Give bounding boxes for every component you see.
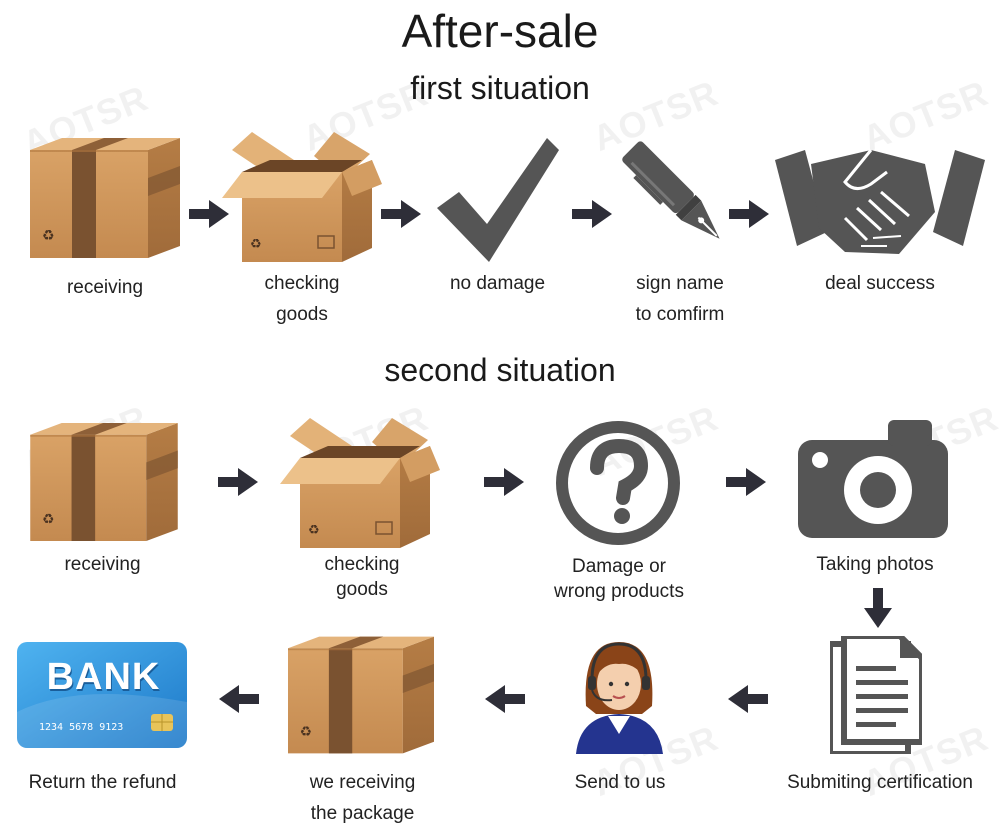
pen-icon [622, 141, 720, 239]
document-icon [830, 636, 922, 754]
second-situation-heading: second situation [384, 352, 616, 388]
bank-card-brand: BANK [46, 656, 161, 698]
step-label: sign name to comfirm [635, 273, 725, 325]
open-box-icon [222, 132, 382, 262]
step-label: Taking photos [816, 554, 934, 575]
arrow-left-icon [485, 685, 525, 713]
arrow-right-icon [218, 468, 258, 496]
first-situation-heading: first situation [410, 70, 590, 106]
arrow-right-icon [572, 200, 612, 228]
step-label: no damage [449, 273, 546, 294]
step-label: receiving [64, 554, 141, 575]
step-label: Damage or wrong products [554, 556, 684, 602]
arrow-left-icon [219, 685, 259, 713]
closed-box-icon [30, 423, 178, 541]
step-label: checking goods [324, 554, 400, 600]
arrow-right-icon [381, 200, 421, 228]
bank-card-icon: BANK 1234 5678 9123 [17, 642, 187, 748]
handshake-icon [775, 149, 985, 254]
step-label: receiving [66, 277, 144, 298]
step-label: Send to us [574, 772, 666, 793]
arrow-left-icon [728, 685, 768, 713]
arrow-right-icon [484, 468, 524, 496]
arrow-right-icon [726, 468, 766, 496]
closed-box-icon [30, 138, 180, 258]
arrow-down-icon [864, 588, 892, 628]
customer-service-icon [576, 642, 663, 754]
question-mark-icon [556, 421, 680, 545]
arrow-right-icon [729, 200, 769, 228]
step-label: checking goods [264, 273, 340, 325]
camera-icon [798, 420, 948, 538]
closed-box-icon [288, 636, 434, 754]
step-label: Submiting certification [787, 772, 973, 793]
open-box-icon [280, 418, 440, 548]
step-label: we receiving the package [309, 772, 416, 824]
checkmark-icon [437, 138, 559, 262]
bank-card-number: 1234 5678 9123 [39, 722, 124, 733]
step-label: deal success [825, 273, 935, 294]
page-title: After-sale [401, 5, 599, 57]
step-label: Return the refund [28, 772, 177, 793]
